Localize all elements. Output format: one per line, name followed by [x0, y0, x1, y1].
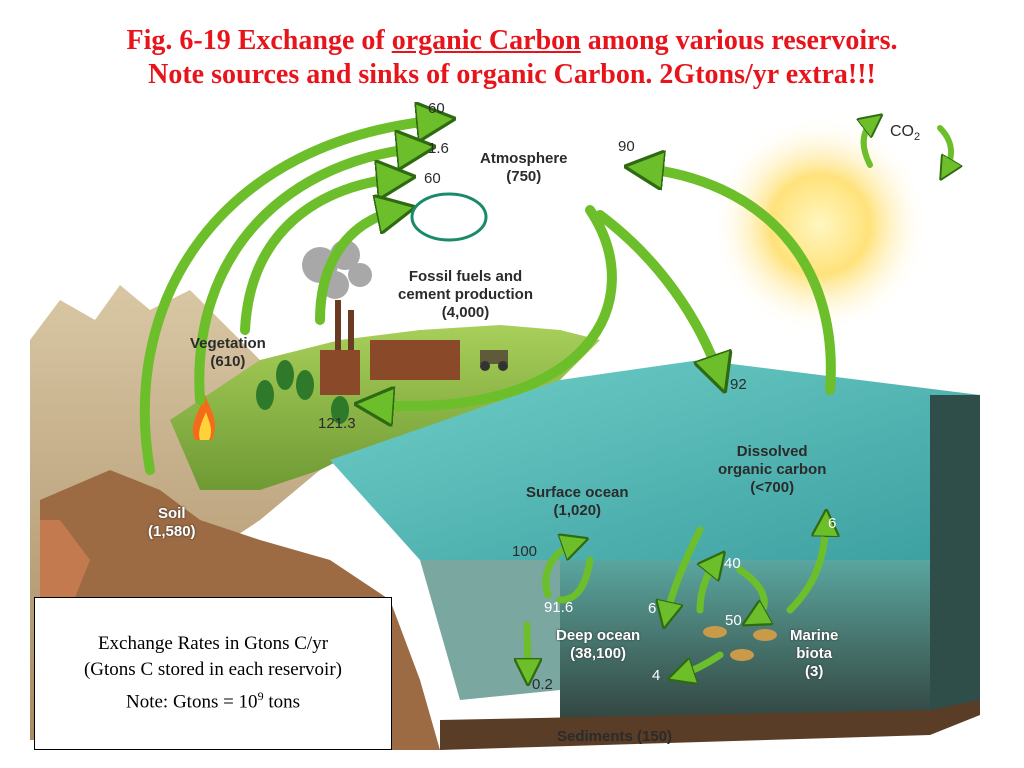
- dissolved-name-1: Dissolved: [736, 443, 808, 460]
- dissolved-organic-carbon-label: Dissolved organic carbon (<700): [718, 443, 826, 497]
- vegetation-name: Vegetation: [190, 335, 266, 352]
- flux-0-2: 0.2: [532, 676, 553, 693]
- vegetation-label: Vegetation (610): [190, 335, 266, 371]
- flux-40: 40: [724, 555, 741, 572]
- flux-50: 50: [725, 612, 742, 629]
- marine-biota-label: Marine biota (3): [790, 627, 838, 681]
- flux-60-top: 60: [428, 100, 445, 117]
- flux-100: 100: [512, 543, 538, 560]
- sediments-label: Sediments (150): [557, 728, 673, 745]
- flux-1-6: 1.6: [428, 140, 449, 157]
- highlight-ellipse: [410, 192, 488, 242]
- flux-4: 4: [652, 667, 661, 684]
- atmosphere-name: Atmosphere: [480, 150, 568, 167]
- factory: [320, 300, 460, 395]
- soil-amount: (1,580): [148, 523, 196, 540]
- fossil-name-1: Fossil fuels and: [408, 268, 523, 285]
- surface-ocean-label: Surface ocean (1,020): [526, 484, 629, 520]
- deep-ocean-label: Deep ocean (38,100): [556, 627, 640, 663]
- sediment-layer: [440, 700, 980, 750]
- title-line-2: Note sources and sinks of organic Carbon…: [148, 59, 876, 90]
- fossil-name-2: cement production: [398, 286, 534, 303]
- marine-biota-amount: (3): [805, 663, 824, 680]
- atmosphere-amount: (750): [506, 168, 542, 185]
- flux-91-6: 91.6: [544, 599, 574, 616]
- slide-title: Fig. 6-19 Exchange of organic Carbon amo…: [0, 24, 1024, 92]
- fossil-amount: (4,000): [441, 304, 490, 321]
- flux-90: 90: [618, 138, 635, 155]
- flux-6-dissolved: 6: [828, 515, 837, 532]
- co2-subscript: 2: [914, 131, 921, 144]
- vegetation-amount: (610): [210, 353, 246, 370]
- title-suffix: among various reservoirs.: [580, 25, 898, 56]
- jeep: [480, 350, 508, 371]
- co2-arrows: [864, 120, 951, 172]
- sun: [710, 115, 930, 335]
- marine-biota-name-1: Marine: [790, 627, 839, 644]
- legend-line-3-suffix: tons: [263, 691, 300, 713]
- soil-label: Soil (1,580): [148, 505, 196, 541]
- co2-text: CO: [890, 123, 914, 140]
- dissolved-amount: (<700): [750, 479, 795, 496]
- title-underlined: organic Carbon: [391, 25, 581, 56]
- fish: [703, 626, 777, 661]
- flux-arrows: [139, 120, 836, 475]
- co2-label: CO2: [890, 123, 920, 143]
- flux-60-mid: 60: [424, 170, 441, 187]
- legend-line-3-prefix: Note: Gtons = 10: [125, 691, 258, 713]
- legend-box: Exchange Rates in Gtons C/yr (Gtons C st…: [34, 597, 392, 750]
- deep-ocean-name: Deep ocean: [556, 627, 641, 644]
- flux-92: 92: [730, 376, 747, 393]
- surface-ocean-name: Surface ocean: [526, 484, 629, 501]
- marine-biota-name-2: biota: [796, 645, 833, 662]
- flux-6-deep: 6: [648, 600, 657, 617]
- legend-line-2: (Gtons C stored in each reservoir): [83, 659, 342, 680]
- dissolved-name-2: organic carbon: [718, 461, 827, 478]
- trees: [256, 360, 349, 424]
- fire: [192, 395, 215, 440]
- title-line-1: Fig. 6-19 Exchange of organic Carbon amo…: [0, 24, 1024, 58]
- deep-ocean-amount: (38,100): [570, 645, 627, 662]
- flux-121-3: 121.3: [318, 415, 356, 432]
- fossil-fuels-label: Fossil fuels and cement production (4,00…: [398, 268, 533, 322]
- legend-line-3: Note: Gtons = 109 tons: [35, 683, 391, 715]
- surface-ocean-amount: (1,020): [553, 502, 602, 519]
- atmosphere-label: Atmosphere (750): [480, 150, 568, 186]
- legend-line-1: Exchange Rates in Gtons C/yr: [97, 633, 329, 654]
- legend-line-3-exponent: 9: [257, 689, 264, 703]
- soil-name: Soil: [158, 505, 186, 522]
- title-prefix: Fig. 6-19 Exchange of: [126, 25, 392, 56]
